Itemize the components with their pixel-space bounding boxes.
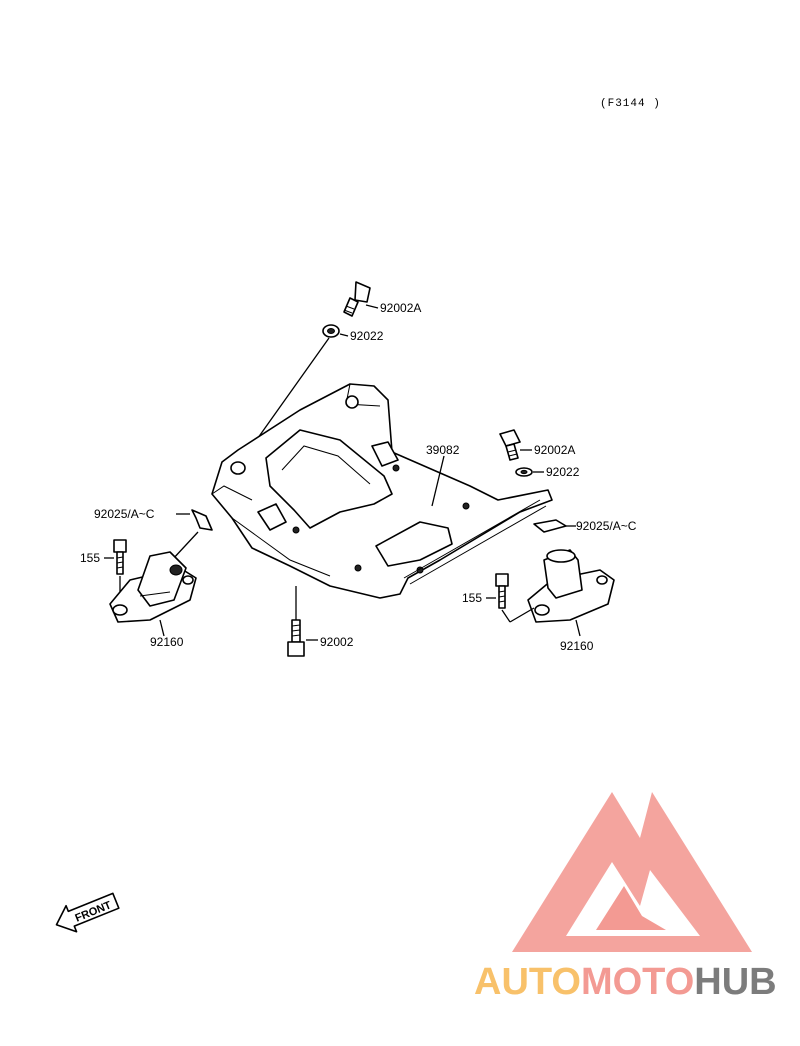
watermark-part2: MOTO (581, 961, 694, 1003)
label-mount-right: 92160 (560, 639, 594, 653)
label-bolt-right: 92002A (534, 443, 575, 457)
label-clip-left: 92025/A~C (94, 507, 155, 521)
label-bracket: 39082 (426, 443, 460, 457)
front-arrow: FRONT (55, 892, 120, 933)
diagram-code: (F3144 ) (600, 98, 661, 110)
screw-left (113, 539, 127, 575)
clip-left (191, 509, 213, 531)
bracket-39082 (211, 383, 553, 599)
watermark-text: AUTOMOTOHUB (474, 961, 777, 1003)
watermark-part3: HUB (694, 961, 776, 1003)
label-bolt-top: 92002A (380, 301, 421, 315)
label-mount-left: 92160 (150, 635, 184, 649)
clip-right (533, 519, 567, 533)
label-washer-right: 92022 (546, 465, 580, 479)
label-washer-top: 92022 (350, 329, 384, 343)
mount-left (109, 551, 197, 623)
bolt-bottom (287, 619, 305, 657)
label-screw-left: 155 (80, 551, 100, 565)
screw-right (495, 573, 509, 609)
washer-right (515, 467, 533, 477)
watermark-logo (512, 792, 752, 952)
washer-top (322, 324, 340, 338)
bolt-top (343, 281, 371, 317)
label-screw-right: 155 (462, 591, 482, 605)
bolt-right (499, 429, 521, 461)
label-clip-right: 92025/A~C (576, 519, 637, 533)
label-bolt-bottom: 92002 (320, 635, 354, 649)
watermark-part1: AUTO (474, 961, 581, 1003)
mount-right (527, 549, 615, 623)
